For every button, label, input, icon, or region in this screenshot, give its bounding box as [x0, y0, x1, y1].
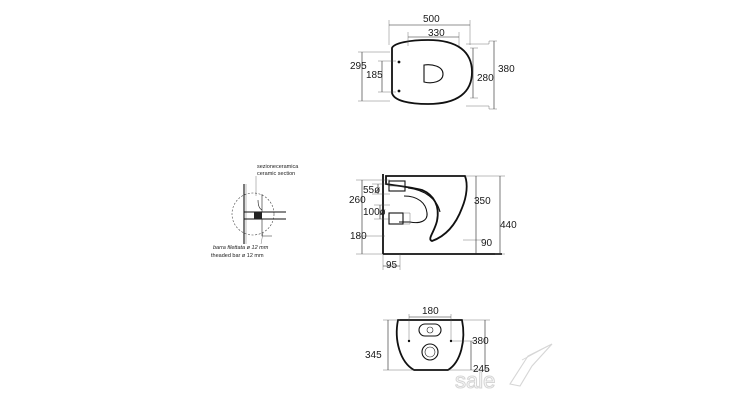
label-ceramic-it: sezioneceramica — [257, 164, 299, 170]
side-view-trap — [399, 195, 428, 224]
label-bar-en: theaded bar ø 12 mm — [211, 253, 264, 259]
dim-side-55: 55ø — [363, 185, 380, 196]
watermark-swoosh-icon — [509, 343, 553, 387]
fixing-hole — [407, 339, 411, 343]
dim-side-90: 90 — [481, 238, 493, 249]
top-view-seat-opening — [423, 64, 444, 84]
top-view: 500 330 295 185 280 380 — [350, 14, 515, 110]
dim-top-185: 185 — [366, 70, 383, 81]
watermark-logo: sale — [454, 343, 553, 394]
rear-outlet — [421, 343, 439, 361]
dim-side-180: 180 — [350, 231, 367, 242]
label-ceramic-en: ceramic section — [257, 171, 295, 177]
dim-side-440: 440 — [500, 220, 517, 231]
fixing-hole — [397, 60, 401, 64]
dim-side-350: 350 — [474, 196, 491, 207]
dim-top-280: 280 — [477, 73, 494, 84]
detail-circle — [231, 192, 275, 236]
rear-view-bowl-outline — [395, 319, 465, 371]
dim-side-95: 95 — [386, 260, 398, 271]
rear-view: 180 345 380 245 — [365, 306, 490, 375]
ceramic-section-detail: sezioneceramica ceramic section barra fi… — [211, 164, 299, 259]
dim-rear-345: 345 — [365, 350, 382, 361]
dim-rear-245: 245 — [473, 364, 490, 375]
dim-top-330: 330 — [428, 28, 445, 39]
outlet-pipe — [388, 212, 404, 225]
dim-top-380: 380 — [498, 64, 515, 75]
label-bar-it: barra filettata ø 12 mm — [213, 245, 269, 251]
fixing-hole — [449, 339, 453, 343]
top-view-bowl-outline — [391, 39, 473, 105]
dim-side-100: 100ø — [363, 207, 386, 218]
dim-side-260: 260 — [349, 195, 366, 206]
dim-top-295: 295 — [350, 61, 367, 72]
dim-top-500: 500 — [423, 14, 440, 25]
side-view: 260 55ø 100ø 180 95 350 440 90 — [349, 174, 517, 271]
side-view-bowl-outline — [385, 175, 468, 242]
dim-rear-380: 380 — [472, 336, 489, 347]
dim-rear-180: 180 — [422, 306, 439, 317]
watermark-text: sale — [455, 368, 495, 393]
fixing-hole — [397, 89, 401, 93]
rear-inlet-slot — [418, 323, 442, 337]
